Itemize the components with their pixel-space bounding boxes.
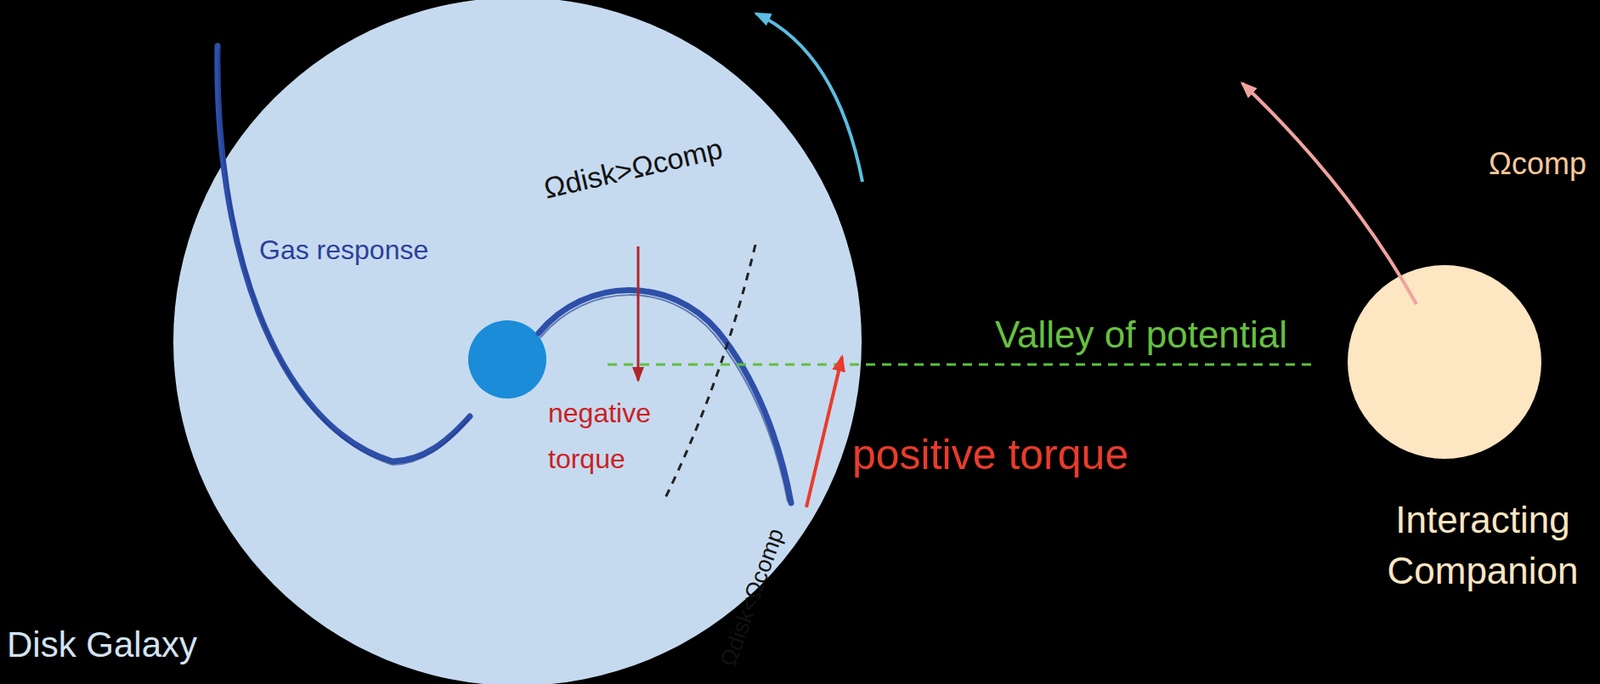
- label-holder: Ωcomp: [0, 0, 98, 37]
- label-holder: Valley of potential: [0, 0, 293, 46]
- companion-name: Interacting Companion: [1387, 494, 1579, 597]
- companion-galaxy: Interacting Companion: [1347, 265, 1542, 459]
- negative-torque-arrow: [637, 246, 640, 381]
- label-holder: negative torque: [0, 0, 103, 92]
- label-holder: Ωdisk>Ωcomp: [0, 0, 182, 35]
- galaxy-name: Disk Galaxy: [6, 623, 198, 667]
- gas-label: Gas response: [259, 233, 429, 266]
- torque-label: positive torque: [852, 429, 1129, 481]
- label-holder: positive torque: [0, 0, 277, 51]
- companion-orbit-arrow: [1242, 83, 1417, 305]
- label-holder: Ωdisk<Ωcomp: [0, 0, 145, 28]
- label-holder: Gas response: [0, 0, 170, 33]
- companion-speed: Ωcomp: [1488, 145, 1587, 182]
- potential-valley-line: [607, 363, 1312, 367]
- node-disc: [1347, 265, 1542, 459]
- torque-label: negative torque: [548, 390, 651, 482]
- node-outline: [1347, 265, 1542, 459]
- valley-label: Valley of potential: [995, 312, 1288, 358]
- node-disc: [173, 0, 862, 684]
- galaxy-bulge: [468, 320, 547, 399]
